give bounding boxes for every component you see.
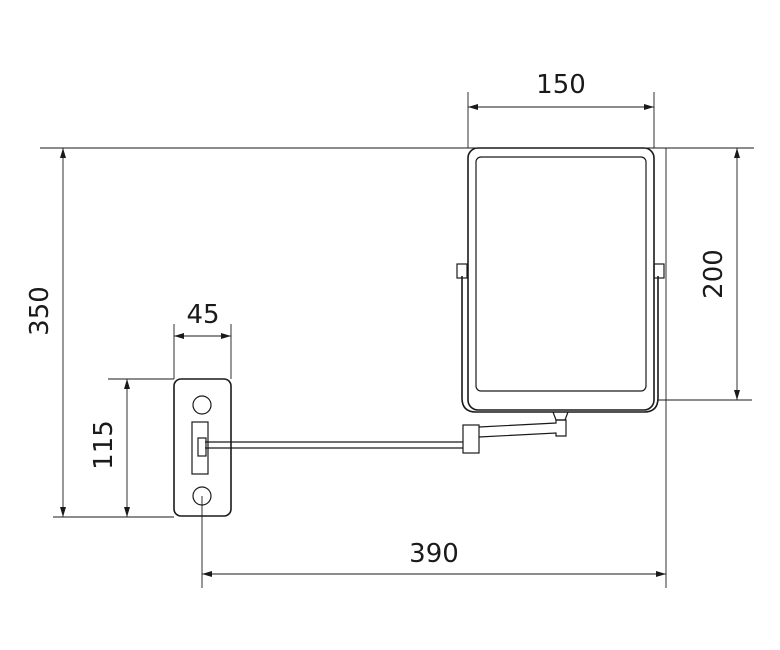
right-pivot-knob xyxy=(653,263,665,279)
mirror xyxy=(456,147,665,421)
arm-mount-pin xyxy=(197,437,207,457)
wall-plate xyxy=(173,378,232,517)
arm-elbow-joint xyxy=(462,424,480,454)
left-pivot-knob xyxy=(456,263,468,279)
dimension-labels: 150 45 390 200 350 115 xyxy=(25,70,729,569)
mirror-neck xyxy=(552,411,569,421)
mirror-frame-outer xyxy=(467,147,655,411)
wall-plate-body xyxy=(173,378,232,517)
arm-upper-segment xyxy=(478,419,567,438)
dim-label-200: 200 xyxy=(699,249,729,299)
arm-mount-block xyxy=(191,421,209,475)
dim-label-150: 150 xyxy=(536,70,586,100)
dim-label-350: 350 xyxy=(25,286,55,336)
mirror-glass-inner xyxy=(475,156,647,392)
dim-label-390: 390 xyxy=(409,539,459,569)
top-screw-hole-icon xyxy=(192,395,212,415)
mirror-holder-bracket xyxy=(461,276,659,413)
dimension-lines xyxy=(60,104,740,577)
swing-arm xyxy=(205,419,567,454)
dim-label-45: 45 xyxy=(186,300,219,330)
dim-label-115: 115 xyxy=(89,420,119,470)
extension-lines xyxy=(40,92,754,588)
